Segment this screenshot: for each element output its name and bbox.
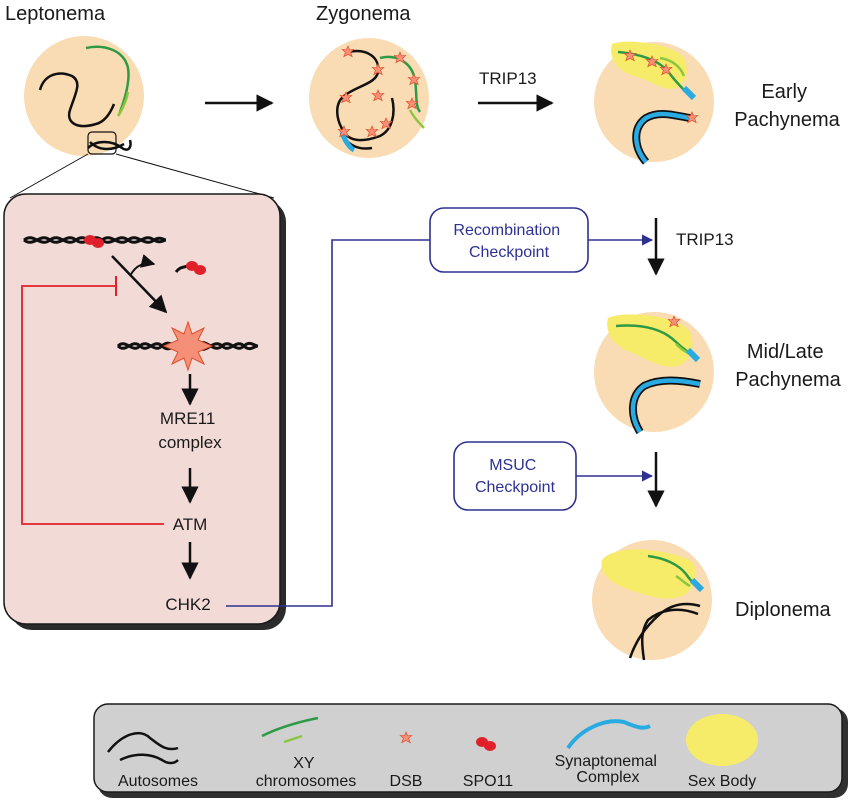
arrow-spo11-to-dsb (111, 255, 168, 314)
spo11-release-arrow (129, 254, 156, 277)
msuc-label-line1: MSUC (489, 457, 536, 474)
legend-autosomes: Autosomes (107, 732, 198, 790)
atm-inhibition-line (21, 285, 164, 525)
legend-dsb: DSB (390, 731, 423, 790)
zygonema-nucleus (309, 38, 429, 158)
legend-spo11-label: SPO11 (463, 773, 514, 790)
early-pachynema-label: Early Pachynema (734, 81, 840, 131)
mre11-label-line2: complex (158, 433, 222, 452)
legend-autosomes-symbol-2 (119, 753, 179, 765)
leptonema-nucleus (24, 36, 144, 156)
zygonema-label: Zygonema (316, 3, 411, 25)
early-pachynema-label-line2: Pachynema (734, 109, 840, 131)
legend-synaptonemal-label-line1: Synaptonemal (555, 753, 657, 770)
legend-synaptonemal-label: Synaptonemal Complex (555, 753, 662, 786)
zoom-line-right (115, 153, 275, 199)
legend-xy-label-line2: chromosomes (256, 773, 356, 790)
mid-late-pachynema-nucleus (594, 312, 714, 435)
legend-xy-label: XY chromosomes (256, 755, 356, 790)
legend-sex-body-symbol (686, 714, 758, 766)
dna-helix-with-spo11 (23, 235, 167, 248)
recombination-label-line2: Checkpoint (469, 244, 550, 261)
legend-sex-body: Sex Body (686, 714, 758, 790)
chk2-label: CHK2 (165, 595, 210, 614)
recombination-label-line1: Recombination (453, 222, 560, 239)
mid-late-pachynema-label: Mid/Late Pachynema (735, 341, 841, 391)
msuc-label-line2: Checkpoint (475, 479, 556, 496)
msuc-checkpoint-box: MSUC Checkpoint (453, 441, 577, 511)
broken-dna-with-dsb (116, 320, 259, 372)
legend-xy: XY chromosomes (256, 716, 356, 790)
legend-dsb-label: DSB (390, 773, 423, 790)
early-pachynema-label-line1: Early (761, 81, 807, 103)
mre11-label-line1: MRE11 (160, 409, 215, 428)
legend-spo11: SPO11 (463, 737, 514, 790)
recombination-checkpoint-label: Recombination Checkpoint (453, 222, 564, 261)
legend-xy-symbol (261, 716, 319, 738)
mid-late-pachynema-label-line1: Mid/Late (747, 341, 824, 363)
recombination-checkpoint-box: Recombination Checkpoint (429, 207, 589, 273)
legend-synaptonemal-symbol (566, 719, 651, 750)
legend-xy-light-symbol (283, 734, 303, 744)
legend-synaptonemal-label-line2: Complex (576, 769, 639, 786)
released-spo11-fragment (174, 261, 206, 275)
leptonema-label: Leptonema (5, 3, 106, 25)
legend-synaptonemal: Synaptonemal Complex (555, 719, 662, 786)
mre11-complex-label: MRE11 complex (158, 409, 222, 452)
legend-autosomes-symbol (107, 732, 179, 753)
legend-box (93, 703, 848, 798)
legend-sex-body-label: Sex Body (688, 773, 756, 790)
atm-label: ATM (173, 515, 208, 534)
trip13-right-label: TRIP13 (676, 230, 734, 249)
msuc-checkpoint-label: MSUC Checkpoint (475, 457, 556, 496)
trip13-top-label: TRIP13 (479, 69, 537, 88)
chk2-to-recombination-line (226, 239, 430, 607)
diplonema-nucleus (592, 540, 712, 661)
diplonema-label: Diplonema (735, 599, 831, 621)
legend-xy-label-line1: XY (293, 755, 315, 772)
legend-autosomes-label: Autosomes (118, 773, 198, 790)
early-pachynema-nucleus (594, 41, 714, 165)
legend-spo11-symbol-2 (484, 741, 496, 751)
zoom-line-left (9, 153, 89, 199)
dsb-signaling-inset (3, 193, 286, 630)
mid-late-pachynema-label-line2: Pachynema (735, 369, 841, 391)
